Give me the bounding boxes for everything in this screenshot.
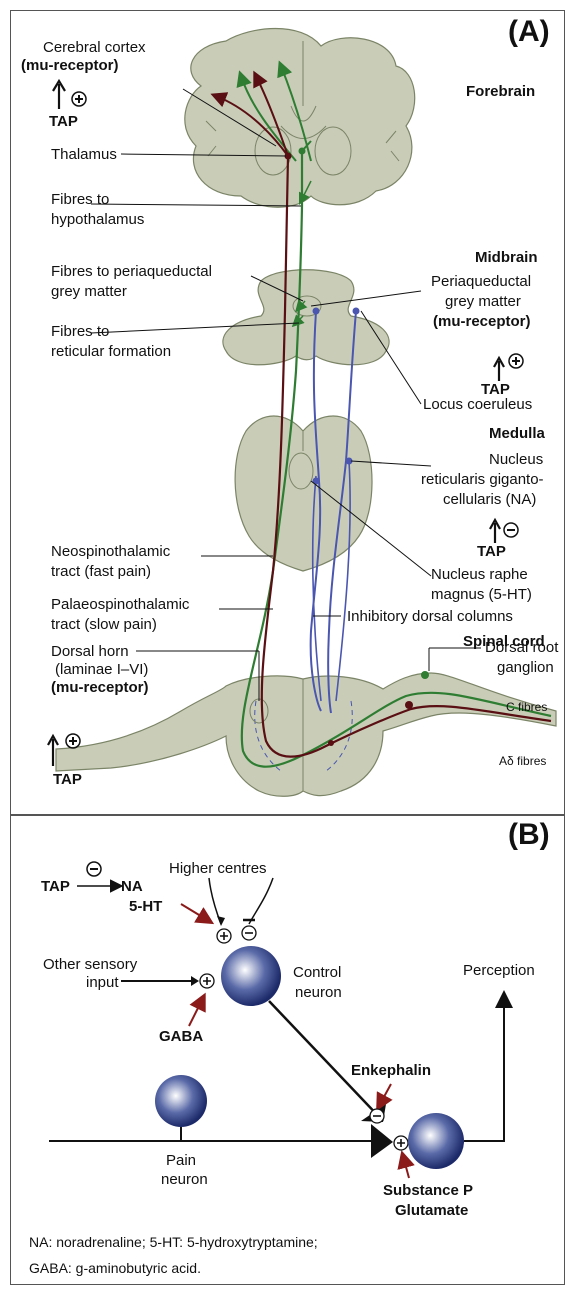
higher-centres-label: Higher centres: [169, 860, 267, 877]
gate-control-diagram: [11, 816, 566, 1286]
output-neuron-cell: [408, 1113, 464, 1169]
5ht-label: 5-HT: [129, 898, 162, 915]
cortex-mu-receptor-label: (mu-receptor): [21, 57, 119, 74]
pain-neuron-cell: [155, 1075, 207, 1127]
other-sensory-label-2: input: [86, 974, 119, 991]
dorsal-horn-mu-receptor-label: (mu-receptor): [51, 679, 149, 696]
midbrain-label: Midbrain: [475, 249, 538, 266]
cerebral-cortex-label: Cerebral cortex: [43, 39, 146, 56]
nrgc-tap-label: TAP: [477, 543, 506, 560]
nrgc-label-1: Nucleus: [489, 451, 543, 468]
footnote-line-1: NA: noradrenaline; 5-HT: 5-hydroxytrypta…: [29, 1234, 318, 1251]
substance-p-label: Substance P: [383, 1182, 473, 1199]
dorsal-horn-label-2: (laminae I–VI): [55, 661, 148, 678]
nrgc-label-3: cellularis (NA): [443, 491, 536, 508]
pag-mu-receptor-label: (mu-receptor): [433, 313, 531, 330]
midbrain-shape: [223, 270, 389, 365]
neospinothalamic-label-1: Neospinothalamic: [51, 543, 170, 560]
fibres-pag-label-2: grey matter: [51, 283, 127, 300]
fibres-reticular-label-1: Fibres to: [51, 323, 109, 340]
forebrain-label: Forebrain: [466, 83, 535, 100]
control-neuron-cell: [221, 946, 281, 1006]
fibres-pag-label-1: Fibres to periaqueductal: [51, 263, 212, 280]
nrm-label-2: magnus (5-HT): [431, 586, 532, 603]
dorsal-horn-tap-label: TAP: [53, 771, 82, 788]
control-neuron-label-1: Control: [293, 964, 341, 981]
panel-b-letter: (B): [508, 826, 550, 843]
medulla-shape: [235, 416, 372, 571]
locus-coeruleus-label: Locus coeruleus: [423, 396, 532, 413]
dorsal-horn-label-1: Dorsal horn: [51, 643, 129, 660]
thalamus-label: Thalamus: [51, 146, 117, 163]
fibres-hypothalamus-label-2: hypothalamus: [51, 211, 144, 228]
inhibitory-dorsal-columns-label: Inhibitory dorsal columns: [347, 608, 513, 625]
perception-label: Perception: [463, 962, 535, 979]
panel-a: (A) Forebrain Midbrain Medulla Spinal co…: [10, 10, 565, 815]
footnote-line-2: GABA: g-aminobutyric acid.: [29, 1260, 201, 1277]
panel-a-letter: (A): [508, 23, 550, 40]
palaeospinothalamic-label-2: tract (slow pain): [51, 616, 157, 633]
cortex-tap-label: TAP: [49, 113, 78, 130]
control-neuron-label-2: neuron: [295, 984, 342, 1001]
medulla-label: Medulla: [489, 425, 545, 442]
c-fibres-label: C fibres: [506, 699, 547, 716]
fibres-reticular-label-2: reticular formation: [51, 343, 171, 360]
palaeospinothalamic-label-1: Palaeospinothalamic: [51, 596, 189, 613]
gaba-label: GABA: [159, 1028, 203, 1045]
other-sensory-label-1: Other sensory: [43, 956, 137, 973]
drg-label-2: ganglion: [497, 659, 554, 676]
pag-label-1: Periaqueductal: [431, 273, 531, 290]
b-tap-label: TAP: [41, 878, 70, 895]
glutamate-label: Glutamate: [395, 1202, 468, 1219]
panel-b: (B) TAP NA 5-HT Higher centres Other sen…: [10, 815, 565, 1285]
nrm-label-1: Nucleus raphe: [431, 566, 528, 583]
drg-label-1: Dorsal root: [485, 639, 558, 656]
pag-label-2: grey matter: [445, 293, 521, 310]
nrgc-label-2: reticularis giganto-: [421, 471, 544, 488]
enkephalin-label: Enkephalin: [351, 1062, 431, 1079]
neospinothalamic-label-2: tract (fast pain): [51, 563, 151, 580]
pain-neuron-label-2: neuron: [161, 1171, 208, 1188]
pain-neuron-label-1: Pain: [166, 1152, 196, 1169]
na-label: NA: [121, 878, 143, 895]
fibres-hypothalamus-label-1: Fibres to: [51, 191, 109, 208]
a-delta-fibres-label: Aδ fibres: [499, 753, 546, 770]
